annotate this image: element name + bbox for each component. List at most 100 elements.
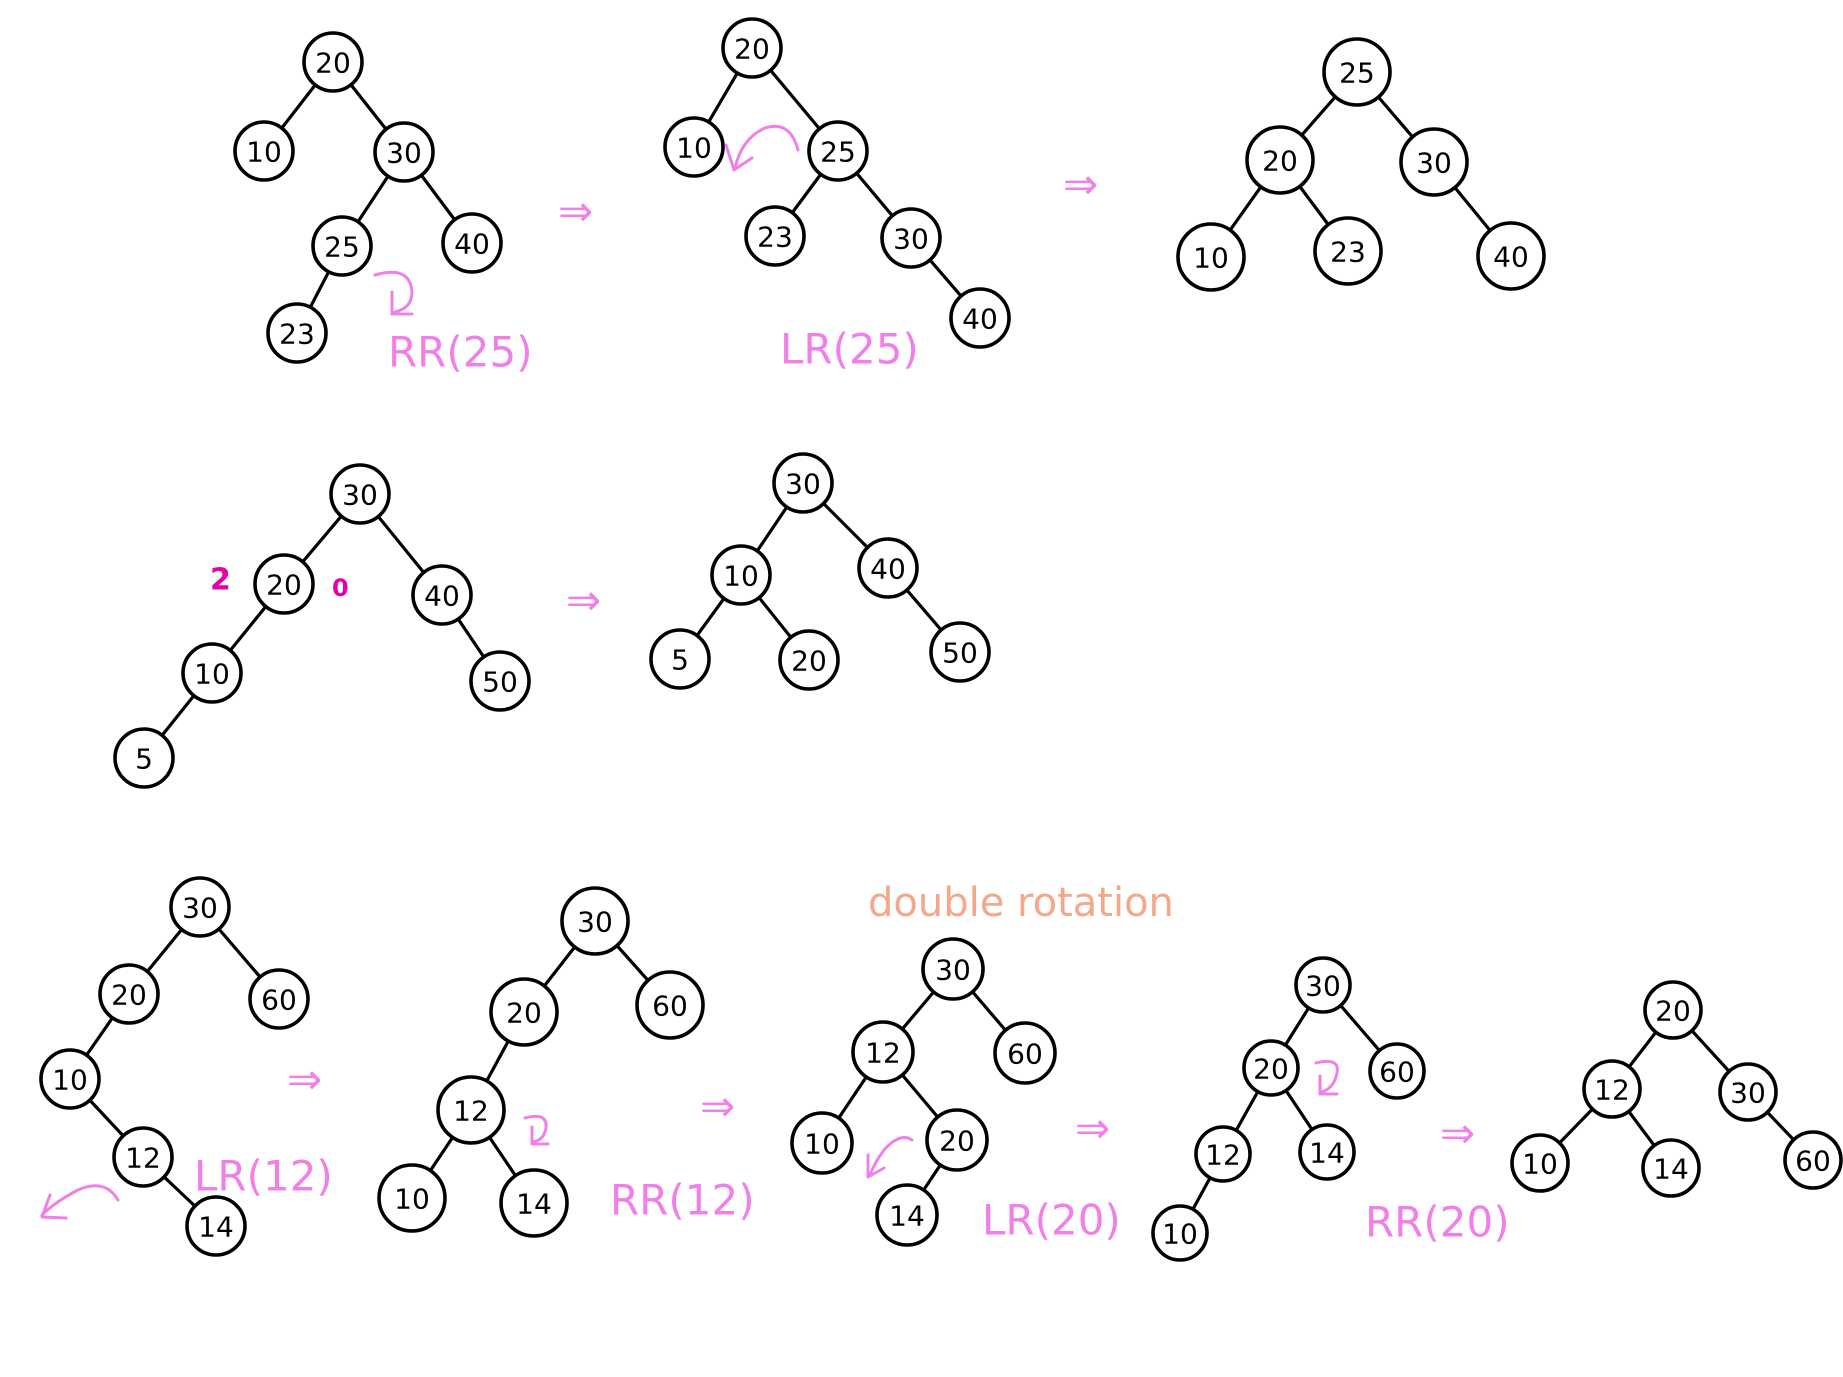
node-label: 10: [676, 132, 712, 165]
node-label: 5: [671, 644, 689, 677]
node-circle: [248, 968, 310, 1030]
tree-node: 10: [1151, 1204, 1209, 1262]
rotation-mark: [1318, 1074, 1339, 1096]
node-label: 30: [386, 137, 422, 170]
tree-node: 20: [489, 977, 559, 1047]
node-label: 23: [1330, 236, 1366, 269]
node-label: 40: [962, 303, 998, 336]
tree-node: 20: [778, 629, 840, 691]
tree-node: 12: [436, 1075, 506, 1145]
node-circle: [560, 886, 630, 956]
node-circle: [1313, 216, 1383, 286]
tree-node: 25: [1322, 37, 1392, 107]
node-label: 30: [935, 954, 971, 987]
node-label: 40: [870, 553, 906, 586]
tree-node: 5: [113, 727, 175, 789]
tree-node: 25: [311, 215, 373, 277]
node-label: 12: [1205, 1139, 1241, 1172]
rotation-label: LR(25): [780, 325, 919, 374]
node-circle: [635, 970, 705, 1040]
tree-node: 23: [744, 205, 806, 267]
node-label: 14: [198, 1211, 234, 1244]
transition-arrow: ⇒: [1075, 1104, 1110, 1153]
node-label: 12: [125, 1142, 161, 1175]
node-label: 40: [1493, 241, 1529, 274]
node-circle: [112, 1126, 174, 1188]
node-label: 14: [1653, 1153, 1689, 1186]
node-circle: [181, 642, 243, 704]
tree-node: 30: [921, 937, 985, 1001]
node-circle: [649, 628, 711, 690]
tree-node: 60: [1368, 1042, 1426, 1100]
balance-factor: 2: [210, 563, 231, 598]
transition-arrows: ⇒ ⇒ ⇒ ⇒ ⇒ ⇒ ⇒: [287, 160, 1475, 1158]
rotation-mark: [40, 1184, 120, 1217]
node-label: 60: [652, 990, 688, 1023]
tree-node: 10: [233, 120, 295, 182]
node-label: 20: [1655, 995, 1691, 1028]
tree-node: 10: [1510, 1133, 1570, 1193]
node-circle: [772, 452, 834, 514]
node-circle: [113, 727, 175, 789]
node-circle: [1510, 1133, 1570, 1193]
node-circle: [1783, 1130, 1843, 1190]
rotation-label: RR(12): [610, 1176, 755, 1225]
tree-node: 14: [875, 1183, 939, 1247]
node-circle: [441, 212, 503, 274]
rotation-label: RR(20): [1365, 1198, 1510, 1247]
tree-node: 30: [329, 463, 391, 525]
tree-node: 12: [112, 1126, 174, 1188]
node-label: 12: [453, 1095, 489, 1128]
node-circle: [302, 31, 364, 93]
tree-node: 25: [807, 120, 869, 182]
node-circle: [469, 650, 531, 712]
tree-node: 40: [857, 537, 919, 599]
node-label: 10: [1193, 242, 1229, 275]
transition-arrow: ⇒: [287, 1055, 322, 1104]
tree-node: 60: [1783, 1130, 1843, 1190]
node-label: 10: [1162, 1218, 1198, 1251]
tree-node: 10: [39, 1048, 101, 1110]
node-label: 20: [939, 1125, 975, 1158]
node-circle: [880, 207, 942, 269]
node-circle: [790, 1111, 854, 1175]
rotation-labels: RR(25) LR(25) LR(12) RR(12) LR(20) RR(20…: [194, 325, 1510, 1247]
tree-node: 10: [663, 116, 725, 178]
node-circle: [1245, 125, 1315, 195]
node-circle: [929, 621, 991, 683]
node-circle: [1399, 127, 1469, 197]
node-label: 25: [1339, 57, 1375, 90]
balance-factors: 2 0: [210, 563, 349, 603]
tree-node: 60: [993, 1021, 1057, 1085]
node-label: 50: [942, 637, 978, 670]
tree-node: 14: [499, 1168, 569, 1238]
node-circle: [1643, 980, 1703, 1040]
tree-node: 30: [1718, 1062, 1778, 1122]
tree-node: 10: [377, 1163, 447, 1233]
tree-node: 30: [560, 886, 630, 956]
tree-node: 10: [1176, 222, 1246, 292]
balance-factor: 0: [332, 574, 349, 602]
node-circle: [373, 121, 435, 183]
node-circle: [1641, 1138, 1701, 1198]
tree-node: 30: [169, 876, 231, 938]
node-label: 5: [135, 743, 153, 776]
tree-node: 60: [248, 968, 310, 1030]
node-circle: [778, 629, 840, 691]
node-label: 30: [1416, 147, 1452, 180]
node-circle: [436, 1075, 506, 1145]
node-label: 30: [785, 468, 821, 501]
node-label: 10: [394, 1183, 430, 1216]
transition-arrow: ⇒: [1063, 160, 1098, 209]
node-label: 25: [820, 136, 856, 169]
transition-arrow: ⇒: [1440, 1109, 1475, 1158]
node-circle: [311, 215, 373, 277]
rotation-label: LR(12): [194, 1152, 333, 1201]
node-label: 20: [315, 47, 351, 80]
node-label: 10: [1522, 1148, 1558, 1181]
node-circle: [1476, 221, 1546, 291]
rotation-mark: [373, 270, 414, 314]
node-label: 10: [52, 1064, 88, 1097]
node-circle: [489, 977, 559, 1047]
